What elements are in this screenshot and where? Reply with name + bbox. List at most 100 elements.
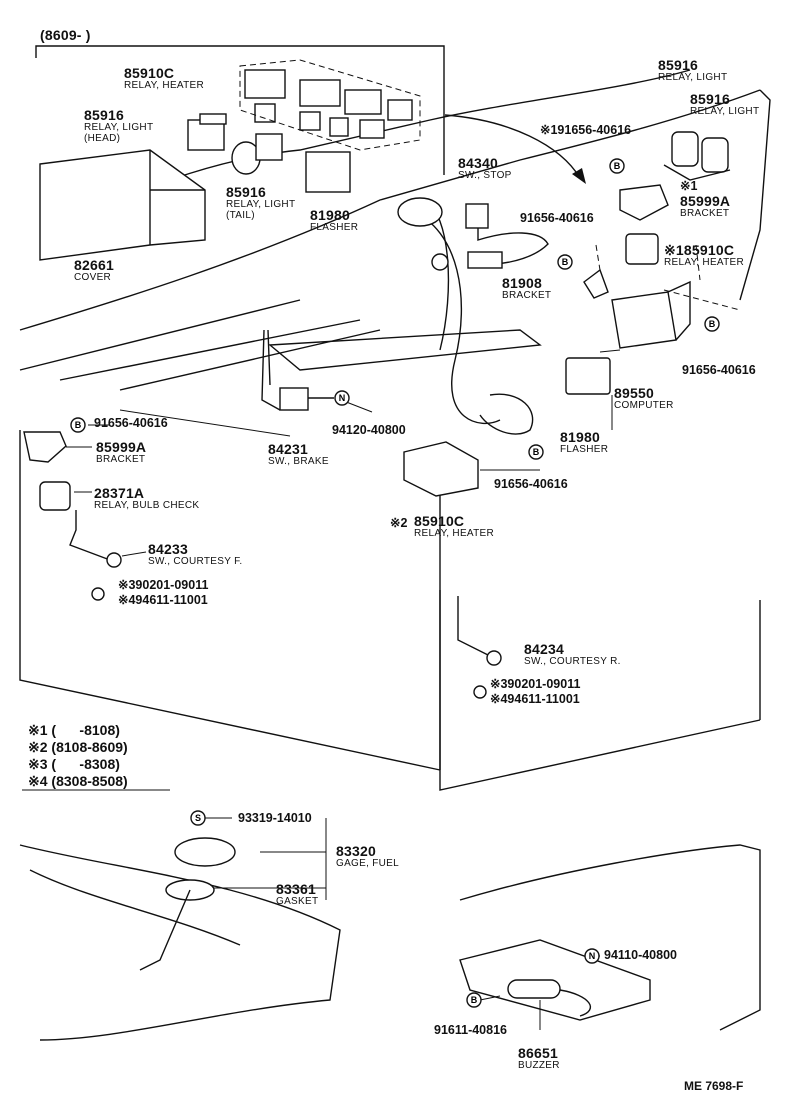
legend-row: ※4 (8308-8508) <box>28 773 128 790</box>
legend: ※1 ( -8108) ※2 (8108-8609) ※3 ( -8308) ※… <box>28 722 128 790</box>
label-relay-light-tail: 85916 RELAY, LIGHT (TAIL) <box>226 185 295 221</box>
label-relay-bulb: 28371A RELAY, BULB CHECK <box>94 486 199 511</box>
legend-row: ※2 (8108-8609) <box>28 739 128 756</box>
flasher-right-part <box>565 357 611 395</box>
stop-switch-part <box>465 203 489 229</box>
label-flasher-r: 81980 FLASHER <box>560 430 608 455</box>
legend-row: ※1 ( -8108) <box>28 722 128 739</box>
bracket-right-part <box>619 184 669 221</box>
legend-range: ( -8308) <box>51 756 120 772</box>
label-bracket-mid: 81908 BRACKET <box>502 276 551 301</box>
part-number: 85916 <box>84 107 124 123</box>
part-number: 81980 <box>560 429 600 445</box>
part-name: BRACKET <box>680 208 730 219</box>
fuel-tank-top-line <box>29 869 241 946</box>
brake-switch-wire <box>261 329 281 411</box>
part-name: RELAY, LIGHT <box>658 72 728 83</box>
nut-n-callout <box>334 390 350 406</box>
part-number: 84234 <box>524 641 564 657</box>
part-number: 85910C <box>124 65 175 81</box>
label-bracket-r-mark: ※1 <box>680 179 698 193</box>
computer-side <box>667 280 691 341</box>
part-number: 84340 <box>458 155 498 171</box>
label-bolt-f: 91611-40816 <box>434 1023 507 1037</box>
part-number: 84231 <box>268 441 308 457</box>
label-bolt-b: 91656-40616 <box>520 211 594 225</box>
bolt-b-callout <box>557 254 573 270</box>
part-name: BRACKET <box>502 290 552 301</box>
courtesy-f-switch <box>106 552 122 568</box>
dash-panel-line <box>19 89 761 331</box>
label-bracket-l: 85999A BRACKET <box>96 440 146 465</box>
relay-light-tail-part <box>231 133 283 175</box>
label-washer-f: ※494611-11001 <box>118 593 208 607</box>
part-name: GAGE, FUEL <box>336 858 400 869</box>
label-cover: 82661 COVER <box>74 258 114 283</box>
buzzer-mount-panel <box>459 939 651 1021</box>
steering-column <box>268 329 542 371</box>
label-sw-brake: 84231 SW., BRAKE <box>268 442 329 467</box>
arrow-head <box>572 168 586 184</box>
part-sub: (TAIL) <box>226 210 255 221</box>
fuel-gage-arm <box>139 889 191 971</box>
legend-range: ( -8108) <box>51 722 120 738</box>
label-relay-heater-mid-mark: ※2 <box>390 516 408 530</box>
part-number: 84233 <box>148 541 188 557</box>
bolt-b-callout <box>609 158 625 174</box>
label-relay-heater-r: ※185910C RELAY, HEATER <box>664 243 744 268</box>
pedal-hole <box>431 253 449 271</box>
leader-lines-right <box>480 349 621 471</box>
part-name: SW., COURTESY F. <box>148 556 243 567</box>
part-name: BRACKET <box>96 454 146 465</box>
label-screw-s: 93319-14010 <box>238 811 312 825</box>
part-name: SW., COURTESY R. <box>524 656 621 667</box>
fuel-gage-part <box>174 837 236 867</box>
relay-light-head-part <box>187 113 227 151</box>
dash-lower-lines <box>19 299 381 391</box>
part-number: 85910C <box>414 513 465 529</box>
arrow-to-right-group <box>444 114 581 179</box>
bolt-b-callout-letter: B <box>562 257 569 267</box>
label-gasket: 83361 GASKET <box>276 882 318 907</box>
part-name: FLASHER <box>310 222 359 233</box>
label-flasher-top: 81980 FLASHER <box>310 208 358 233</box>
rear-door-outline <box>439 590 761 791</box>
brake-pedal-arm <box>409 209 501 424</box>
rear-cabin-outline <box>459 844 761 1031</box>
label-relay-light-head: 85916 RELAY, LIGHT (HEAD) <box>84 108 153 144</box>
header-date-range: (8609- ) <box>40 27 91 43</box>
part-number: 85916 <box>690 91 730 107</box>
buzzer-part <box>507 979 561 999</box>
label-relay-heater-mid: 85910C RELAY, HEATER <box>414 514 494 539</box>
leader-lines-left <box>66 397 373 557</box>
label-relay-light-r2: 85916 RELAY, LIGHT <box>690 92 759 117</box>
part-name: RELAY, HEATER <box>664 257 745 268</box>
bracket-mid-part <box>583 268 609 299</box>
part-number: 85999A <box>96 439 147 455</box>
part-name: FLASHER <box>560 444 609 455</box>
relay-heater-right-part <box>625 233 659 265</box>
courtesy-f-wire <box>69 510 111 561</box>
label-relay-light-r1: 85916 RELAY, LIGHT <box>658 58 727 83</box>
flasher-top-part <box>305 151 351 193</box>
label-bracket-r: 85999A BRACKET <box>680 194 730 219</box>
bolt-b-callout-letter: B <box>533 447 540 457</box>
header-bracket-line <box>35 45 445 175</box>
label-buzzer: 86651 BUZZER <box>518 1046 560 1071</box>
relay-block-top <box>239 59 421 151</box>
buzzer-wire <box>559 989 592 1017</box>
diagram-code: ME 7698-F <box>684 1079 744 1093</box>
label-sw-stop: 84340 SW., STOP <box>458 156 512 181</box>
legend-range: (8308-8508) <box>51 773 128 789</box>
label-bolt-d: 91656-40616 <box>94 416 168 430</box>
part-name: SW., BRAKE <box>268 456 329 467</box>
label-relay-heater-top: 85910C RELAY, HEATER <box>124 66 204 91</box>
legend-row: ※3 ( -8308) <box>28 756 128 773</box>
bolt-b-callout <box>466 992 482 1008</box>
fuel-tank-outline <box>19 844 341 1041</box>
brake-pedal-pad <box>479 393 534 435</box>
label-washer-r: ※494611-11001 <box>490 692 580 706</box>
bolt-b-callout <box>704 316 720 332</box>
